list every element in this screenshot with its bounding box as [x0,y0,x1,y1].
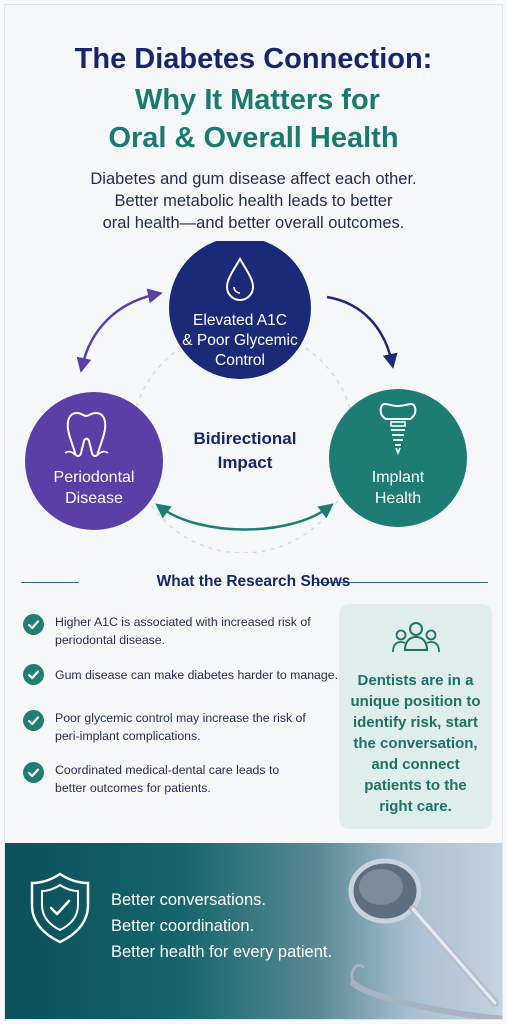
callout-line: and connect [371,756,460,773]
infographic: The Diabetes Connection: Why It Matters … [4,4,503,1020]
list-item-line: Higher A1C is associated with increased … [55,615,311,629]
check-icon [23,664,44,685]
research-heading: What the Research Shows [5,571,502,593]
intro-line: Better metabolic health leads to better [114,192,393,210]
banner-line: Better conversations. [111,891,266,909]
left-node-label: Periodontal Disease [24,467,164,509]
center-label-line: Bidirectional [193,429,297,448]
tooth-icon [64,411,109,457]
center-label-line: Impact [217,453,273,472]
callout-line: unique position to [350,693,481,710]
dental-implant-icon [379,402,417,456]
callout-line: Dentists are in a [357,672,474,689]
shield-check-icon [30,872,90,944]
list-item-line: Poor glycemic control may increase the r… [55,711,306,725]
node-label-line: Disease [65,490,123,507]
people-group-icon [391,620,441,661]
callout-line: patients to the [364,777,467,794]
node-label-line: Health [374,490,422,507]
node-label-line: Periodontal [53,469,135,486]
list-item-line: Coordinated medical-dental care leads to [55,763,280,777]
list-item-line: peri-implant complications. [55,729,201,743]
right-node-circle [329,389,467,527]
check-icon [23,762,44,783]
left-node-circle [25,392,163,530]
node-label-line: Control [215,352,265,369]
list-item-text: Higher A1C is associated with increased … [55,613,345,649]
node-label-line: Implant [371,469,425,486]
intro-line: oral health—and better overall outcomes. [102,214,405,232]
node-label-line: & Poor Glycemic [182,332,298,349]
center-label: Bidirectional Impact [170,427,320,475]
list-item-text: Gum disease can make diabetes harder to … [55,666,345,684]
right-node-label: Implant Health [328,467,468,509]
title-line-3: Oral & Overall Health [108,122,399,154]
title-line-2: Why It Matters for [135,84,380,116]
callout-line: right care. [379,798,452,815]
footer-banner: Better conversations. Better coordinatio… [5,843,502,1019]
navy-arrow [326,295,398,369]
water-drop-icon [225,257,255,301]
check-icon [23,710,44,731]
dental-mirror-image [348,858,502,1019]
node-label-line: Elevated A1C [193,312,287,329]
banner-line: Better health for every patient. [111,943,333,961]
purple-double-arrow [76,288,163,373]
divider [314,582,488,583]
callout-line: identify risk, start [352,714,479,731]
intro-text: Diabetes and gum disease affect each oth… [5,168,502,234]
divider [21,582,79,583]
intro-line: Diabetes and gum disease affect each oth… [90,170,417,188]
top-node-label: Elevated A1C & Poor Glycemic Control [170,311,310,371]
check-icon [23,614,44,635]
cycle-diagram-graphic [25,241,467,553]
callout-line: the conversation, [353,735,478,752]
title-line-1: The Diabetes Connection: [74,43,433,75]
cycle-diagram: Elevated A1C & Poor Glycemic Control Per… [5,241,502,553]
callout-card: Dentists are in a unique position to ide… [339,604,492,829]
top-node-circle [169,241,311,379]
research-heading-text: What the Research Shows [156,573,351,590]
banner-text: Better conversations. Better coordinatio… [111,887,332,965]
list-item-line: better outcomes for patients. [55,781,211,795]
list-item-text: Coordinated medical-dental care leads to… [55,761,345,797]
list-item-line: periodontal disease. [55,633,166,647]
list-item-line: Gum disease can make diabetes harder to … [55,668,338,682]
banner-line: Better coordination. [111,917,255,935]
list-item-text: Poor glycemic control may increase the r… [55,709,345,745]
teal-double-arrow [155,503,334,531]
callout-text: Dentists are in a unique position to ide… [339,670,492,817]
